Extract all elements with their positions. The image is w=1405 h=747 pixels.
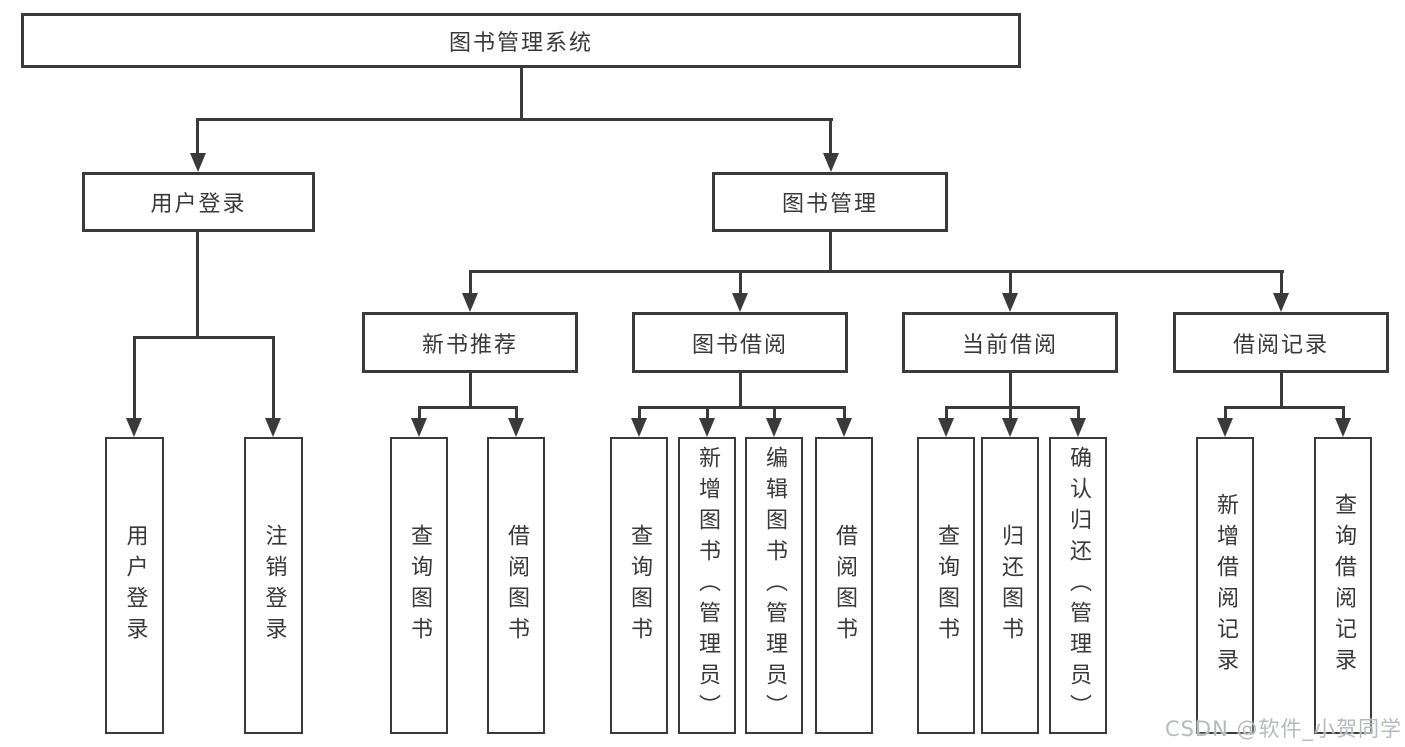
- arrowhead-book-borrow: [732, 293, 748, 312]
- leaf-edit-book-admin: 编辑图书（管理员）: [745, 437, 803, 734]
- node-user-login: 用户登录: [82, 172, 315, 232]
- leaf-query-book-newbook: 查询图书: [390, 437, 448, 734]
- connector-root-drop: [520, 68, 523, 120]
- arrowhead-nb2: [508, 418, 524, 437]
- connector-book-borrow-drop: [739, 373, 742, 409]
- node-label: 图书借阅: [691, 332, 788, 358]
- connector-level2-rail: [196, 118, 833, 121]
- leaf-logout-login: 注销登录: [244, 437, 303, 734]
- node-label: 新增图书（管理员）: [695, 446, 720, 725]
- arrowhead-br2: [1335, 418, 1351, 437]
- leaf-query-borrow-record: 查询借阅记录: [1314, 437, 1372, 734]
- arrowhead-cb3: [1070, 418, 1086, 437]
- arrowhead-book-mgmt: [823, 153, 839, 172]
- leaf-user-login: 用户登录: [105, 437, 164, 734]
- arrowhead-nb1: [411, 418, 427, 437]
- node-label: 新增借阅记录: [1213, 492, 1238, 679]
- leaf-add-book-admin: 新增图书（管理员）: [678, 437, 736, 734]
- node-label: 图书管理系统: [448, 30, 593, 56]
- arrowhead-bb3: [766, 418, 782, 437]
- node-label: 注销登录: [261, 523, 287, 648]
- arrowhead-bb1: [631, 418, 647, 437]
- connector-shaft-bb1: [638, 406, 641, 419]
- leaf-borrow-book: 借阅图书: [815, 437, 873, 734]
- node-book-borrow: 图书借阅: [632, 312, 848, 373]
- connector-shaft-bb4: [843, 406, 846, 419]
- connector-shaft-leaf-logout: [272, 336, 275, 419]
- node-label: 借阅记录: [1232, 332, 1329, 358]
- connector-shaft-nb2: [515, 406, 518, 419]
- arrowhead-cb1: [938, 418, 954, 437]
- leaf-confirm-return-admin: 确认归还（管理员）: [1049, 437, 1107, 734]
- leaf-query-book-current: 查询图书: [917, 437, 975, 734]
- node-new-book-recommend: 新书推荐: [362, 312, 578, 373]
- connector-shaft-user-login: [196, 118, 199, 154]
- arrowhead-cb2: [1002, 418, 1018, 437]
- connector-shaft-cb3: [1077, 406, 1080, 419]
- connector-shaft-cb2: [1009, 406, 1012, 419]
- node-label: 新书推荐: [421, 332, 518, 358]
- arrowhead-current-borrow: [1002, 293, 1018, 312]
- node-label: 确认归还（管理员）: [1066, 446, 1091, 725]
- connector-shaft-book-borrow: [739, 270, 742, 294]
- arrowhead-bb4: [836, 418, 852, 437]
- arrowhead-user-login: [190, 153, 206, 172]
- node-label: 查询图书: [407, 523, 432, 648]
- connector-new-book-drop: [469, 373, 472, 409]
- connector-shaft-bb3: [773, 406, 776, 419]
- connector-shaft-bb2: [706, 406, 709, 419]
- connector-shaft-current-borrow: [1009, 270, 1012, 294]
- leaf-borrow-book-newbook: 借阅图书: [487, 437, 545, 734]
- node-label: 借阅图书: [832, 523, 857, 648]
- node-current-borrow: 当前借阅: [902, 312, 1118, 373]
- connector-current-borrow-drop: [1009, 373, 1012, 409]
- arrowhead-br1: [1217, 418, 1233, 437]
- arrowhead-leaf-logout: [265, 418, 281, 437]
- connector-shaft-leaf-login: [133, 336, 136, 419]
- connector-new-book-rail: [418, 406, 518, 409]
- leaf-query-book-borrow: 查询图书: [610, 437, 668, 734]
- node-label: 用户登录: [150, 192, 247, 217]
- connector-level3-rail: [469, 270, 1284, 273]
- connector-shaft-book-mgmt: [829, 118, 832, 154]
- node-book-management: 图书管理: [712, 172, 948, 232]
- connector-shaft-br2: [1342, 406, 1345, 419]
- connector-borrow-record-drop: [1280, 373, 1283, 409]
- arrowhead-new-book: [462, 293, 478, 312]
- node-label: 当前借阅: [961, 332, 1058, 358]
- arrowhead-borrow-record: [1273, 293, 1289, 312]
- connector-shaft-cb1: [945, 406, 948, 419]
- connector-shaft-nb1: [418, 406, 421, 419]
- connector-shaft-borrow-record: [1280, 270, 1283, 294]
- connector-shaft-new-book: [469, 270, 472, 294]
- arrowhead-leaf-login: [126, 418, 142, 437]
- node-label: 编辑图书（管理员）: [762, 446, 787, 725]
- node-label: 查询图书: [627, 523, 652, 648]
- node-label: 归还图书: [998, 523, 1023, 648]
- node-label: 用户登录: [122, 523, 148, 648]
- csdn-watermark: CSDN @软件_小贺同学: [1164, 717, 1402, 741]
- arrowhead-bb2: [699, 418, 715, 437]
- leaf-add-borrow-record: 新增借阅记录: [1196, 437, 1254, 734]
- connector-borrow-record-rail: [1224, 406, 1345, 409]
- node-label: 借阅图书: [504, 523, 529, 648]
- connector-user-login-rail: [133, 336, 275, 339]
- node-library-management-system: 图书管理系统: [21, 13, 1021, 68]
- node-label: 查询借阅记录: [1331, 492, 1356, 679]
- node-label: 查询图书: [934, 523, 959, 648]
- connector-shaft-br1: [1224, 406, 1227, 419]
- connector-user-login-drop: [196, 232, 199, 339]
- node-borrow-record: 借阅记录: [1173, 312, 1389, 373]
- connector-book-borrow-rail: [638, 406, 845, 409]
- leaf-return-book: 归还图书: [981, 437, 1039, 734]
- node-label: 图书管理: [781, 192, 878, 217]
- connector-book-mgmt-drop: [829, 232, 832, 273]
- connector-current-borrow-rail: [945, 406, 1080, 409]
